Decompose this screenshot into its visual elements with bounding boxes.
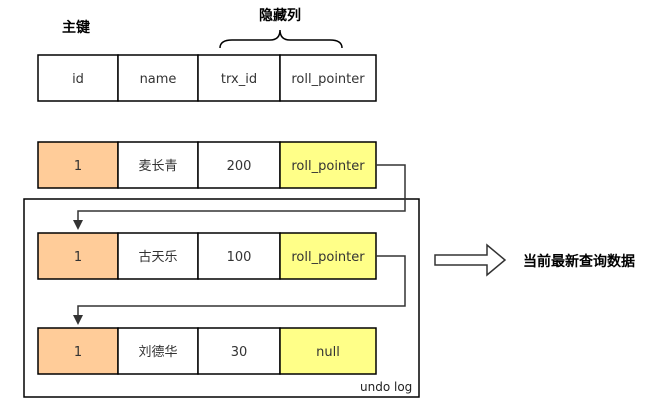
current-cell-trx-id [197, 141, 281, 189]
header-text-id: id [72, 72, 84, 87]
undo2-cell-trx-id [197, 327, 281, 375]
header-row: id name trx_id roll_pointer [37, 54, 377, 102]
header-text-trx-id: trx_id [221, 72, 257, 87]
undo2-cell-roll-pointer [279, 327, 377, 375]
current-cell-name [117, 141, 199, 189]
current-text-trx-id: 200 [227, 159, 252, 174]
undo1-text-id: 1 [74, 250, 82, 265]
current-cell-id [37, 141, 119, 189]
undo1-text-roll-pointer: roll_pointer [291, 250, 365, 265]
hidden-columns-brace [219, 29, 343, 49]
hidden-columns-label: 隐藏列 [259, 7, 301, 24]
undo2-text-name: 刘德华 [138, 345, 177, 360]
undo-log-label: undo log [360, 380, 412, 394]
current-text-id: 1 [74, 159, 82, 174]
undo2-text-id: 1 [74, 345, 82, 360]
current-text-roll-pointer: roll_pointer [291, 159, 365, 174]
pointer-arrow-2 [73, 255, 406, 325]
undo1-text-name: 古天乐 [138, 250, 177, 265]
header-cell-name [117, 54, 199, 102]
header-cell-id [37, 54, 119, 102]
current-cell-roll-pointer [279, 141, 377, 189]
current-text-name: 麦长青 [138, 159, 177, 174]
undo2-cell-name [117, 327, 199, 375]
current-latest-label: 当前最新查询数据 [523, 253, 635, 270]
undo1-cell-id [37, 232, 119, 280]
undo2-text-trx-id: 30 [231, 345, 248, 360]
pointer-arrow-1 [73, 164, 406, 230]
undo-row-1: 1 古天乐 100 roll_pointer [37, 232, 377, 280]
undo1-cell-name [117, 232, 199, 280]
undo1-cell-trx-id [197, 232, 281, 280]
hollow-right-arrow-icon [434, 243, 507, 277]
header-cell-trx-id [197, 54, 281, 102]
undo-row-2: 1 刘德华 30 null [37, 327, 377, 375]
primary-key-label: 主键 [62, 19, 91, 36]
header-text-roll-pointer: roll_pointer [291, 72, 365, 87]
header-text-name: name [140, 72, 177, 87]
undo2-cell-id [37, 327, 119, 375]
undo2-text-roll-pointer: null [316, 345, 340, 360]
current-row: 1 麦长青 200 roll_pointer [37, 141, 377, 189]
undo1-text-trx-id: 100 [227, 250, 252, 265]
header-cell-roll-pointer [279, 54, 377, 102]
undo-log-box [23, 198, 420, 398]
undo1-cell-roll-pointer [279, 232, 377, 280]
